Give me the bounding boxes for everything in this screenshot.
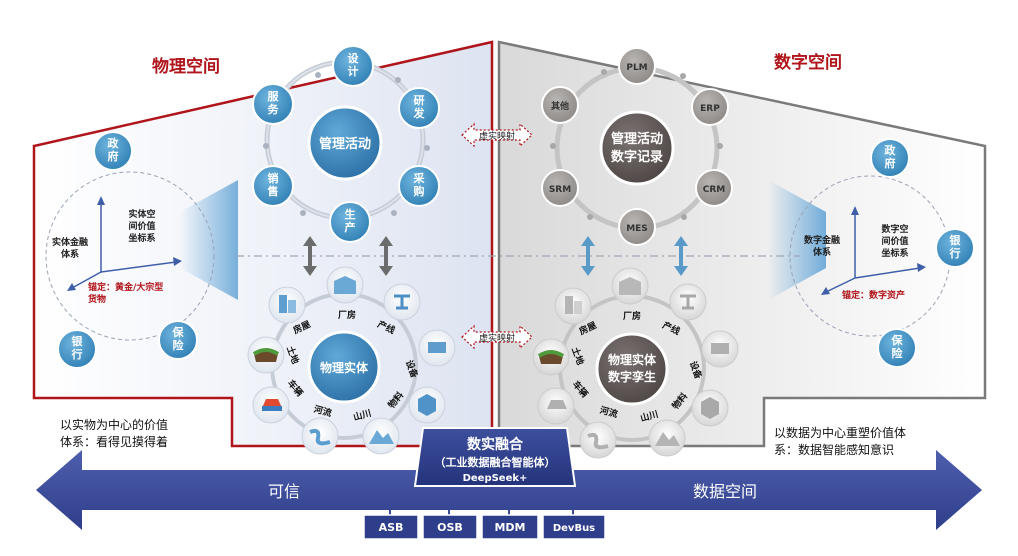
axis-right-label: 数据空间 xyxy=(693,482,757,501)
svg-text:ASB: ASB xyxy=(379,521,404,534)
left-system-label: 实体金融体系 xyxy=(52,236,88,260)
right-vertical-arrows xyxy=(581,236,688,276)
right-glow-wedge xyxy=(768,180,826,300)
left-mgmt-cluster: 管理活动 设计 研发 采购 生产 销售 服务 xyxy=(252,45,440,243)
top-mapping-badge: 虚实映射 xyxy=(461,122,533,148)
axis-left-label: 可信 xyxy=(268,482,300,501)
svg-text:保险: 保险 xyxy=(891,333,904,360)
svg-text:物理实体: 物理实体 xyxy=(320,360,369,375)
physical-space-title: 物理空间 xyxy=(152,56,220,77)
core-fusion-box xyxy=(413,427,577,487)
svg-text:其他: 其他 xyxy=(551,100,569,112)
svg-text:银行: 银行 xyxy=(71,334,84,361)
module-osb: OSB xyxy=(422,514,478,540)
svg-text:厂房: 厂房 xyxy=(623,310,641,322)
right-mgmt-cluster: 管理活动数字记录 PLM ERP CRM MES SRM 其他 xyxy=(541,47,733,246)
right-finance-cluster: 数字空间价值坐标系 数字金融体系 锚定：数字资产 政府 银行 保险 xyxy=(789,138,975,368)
svg-text:设计: 设计 xyxy=(348,51,360,78)
svg-text:数字空间价值坐标系: 数字空间价值坐标系 xyxy=(881,223,908,259)
svg-text:生产: 生产 xyxy=(345,207,356,234)
svg-text:销售: 销售 xyxy=(267,171,279,198)
svg-text:物理实体数字孪生: 物理实体数字孪生 xyxy=(608,352,657,384)
svg-text:厂房: 厂房 xyxy=(338,309,356,321)
right-entity-cluster: 物理实体数字孪生 房屋 厂房 产线 设备 物料 山川 河流 车辆 土地 xyxy=(532,267,739,459)
svg-text:SRM: SRM xyxy=(549,185,571,195)
right-bottom-text: 以数据为中心重塑价值体系：数据智能感知意识 xyxy=(774,425,906,457)
svg-text:管理活动: 管理活动 xyxy=(319,136,371,152)
svg-text:OSB: OSB xyxy=(437,521,463,534)
svg-text:服务: 服务 xyxy=(268,90,280,116)
svg-text:虚实映射: 虚实映射 xyxy=(479,332,515,344)
svg-text:MDM: MDM xyxy=(494,521,525,534)
svg-text:银行: 银行 xyxy=(949,233,962,260)
left-entity-center xyxy=(307,330,381,404)
left-coord-label: 实体空间价值坐标系 xyxy=(128,208,155,244)
left-mgmt-center xyxy=(307,105,383,181)
svg-text:虚实映射: 虚实映射 xyxy=(479,130,515,142)
digital-space-title: 数字空间 xyxy=(774,52,842,73)
left-bottom-text: 以实物为中心的价值体系：看得见摸得着 xyxy=(60,417,168,449)
left-glow-wedge xyxy=(180,180,238,300)
right-mgmt-center xyxy=(599,110,675,186)
svg-text:PLM: PLM xyxy=(626,63,647,73)
svg-text:政府: 政府 xyxy=(108,136,120,163)
bottom-mapping-badge: 虚实映射 xyxy=(461,324,533,350)
module-asb: ASB xyxy=(363,514,419,540)
core-engine: DeepSeek+ xyxy=(463,473,528,484)
left-vertical-arrows xyxy=(303,236,393,276)
svg-text:管理活动数字记录: 管理活动数字记录 xyxy=(611,131,663,165)
left-gov-node xyxy=(93,131,133,171)
svg-text:ERP: ERP xyxy=(700,104,720,114)
left-bank-node xyxy=(57,329,97,369)
svg-text:锚定：数字资产: 锚定：数字资产 xyxy=(842,289,905,301)
svg-text:CRM: CRM xyxy=(703,185,726,195)
svg-text:DevBus: DevBus xyxy=(553,523,595,534)
left-anchor-label: 锚定：黄金/大宗型货物 xyxy=(88,281,163,305)
svg-text:研发: 研发 xyxy=(413,94,426,120)
main-double-arrow xyxy=(36,450,982,530)
svg-text:数字金融体系: 数字金融体系 xyxy=(804,234,840,258)
left-finance-cluster: 实体空间价值坐标系 实体金融体系 锚定：黄金/大宗型货物 政府 银行 保险 xyxy=(45,131,215,369)
svg-text:采购: 采购 xyxy=(413,171,426,198)
core-title: 数实融合 xyxy=(467,436,524,453)
module-devbus: DevBus xyxy=(542,514,606,540)
svg-text:MES: MES xyxy=(626,224,648,234)
core-subtitle: （工业数据融合智能体） xyxy=(435,455,556,469)
svg-text:保险: 保险 xyxy=(172,325,185,352)
module-mdm: MDM xyxy=(481,514,539,540)
svg-text:政府: 政府 xyxy=(885,143,897,170)
right-entity-center xyxy=(595,332,669,406)
left-insure-node xyxy=(158,320,198,360)
